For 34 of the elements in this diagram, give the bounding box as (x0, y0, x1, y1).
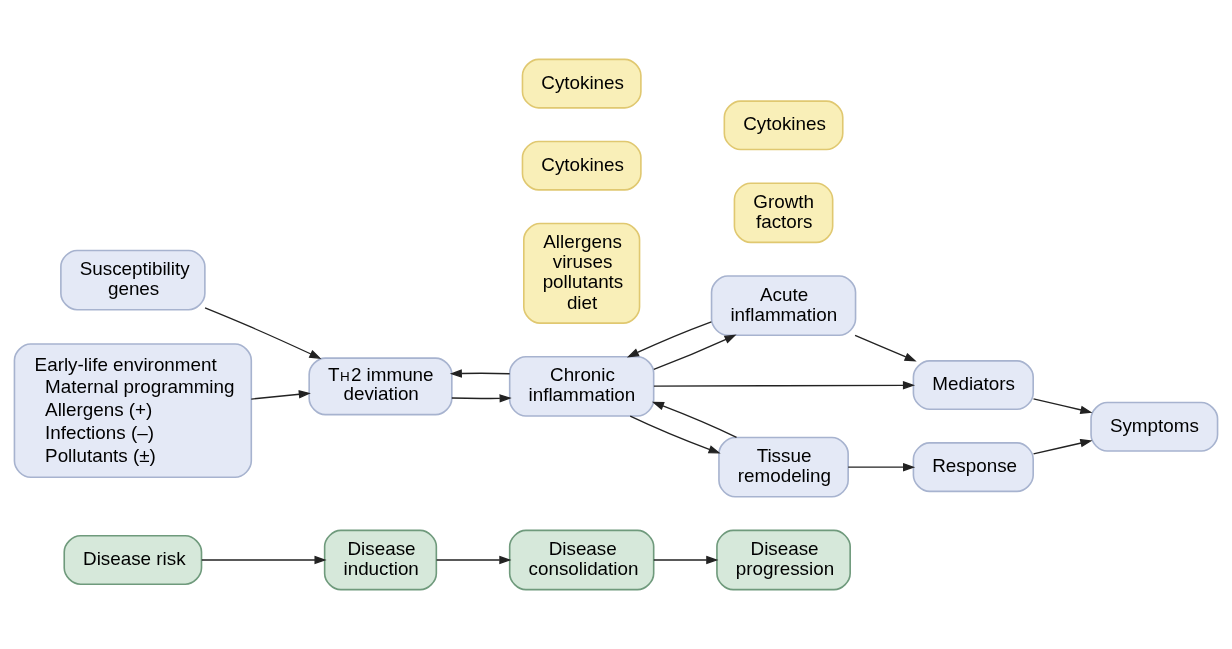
arrow (250, 390, 311, 400)
node-box: Growth factors (733, 182, 834, 244)
arrow (653, 334, 737, 371)
node-box: Acute inflammation (710, 275, 857, 337)
arrow (651, 401, 738, 439)
arrow (449, 369, 511, 378)
node-box: Cytokines (521, 58, 642, 109)
arrow (847, 462, 916, 472)
node-box: Tissue remodeling (718, 436, 849, 498)
arrow (653, 381, 916, 390)
arrow (626, 321, 712, 358)
node-box: Cytokines (521, 140, 642, 191)
arrow (629, 415, 721, 454)
arrow (653, 555, 719, 565)
node-box: Early-life environment Maternal programming Allergens (+) Infections (–) Pollutants (±) (13, 343, 253, 479)
node-box: Susceptibility genes (60, 249, 206, 311)
node-box: Chronic inflammation (508, 356, 655, 417)
arrow (1032, 398, 1093, 414)
arrow (1032, 439, 1093, 455)
node-box: Response (912, 442, 1034, 493)
node-box: Disease consolidation (508, 529, 655, 591)
node-box: Allergens viruses pollutants diet (523, 222, 641, 324)
node-box: TH2 immune deviation (308, 357, 453, 416)
node-box: Cytokines (723, 100, 844, 151)
arrow (201, 555, 327, 565)
node-box: Disease progression (716, 529, 851, 591)
arrow (854, 334, 917, 362)
node-box: Mediators (912, 360, 1034, 411)
node-box: Disease risk (63, 535, 203, 586)
node-box: Disease induction (323, 529, 438, 591)
arrow (435, 555, 512, 565)
arrow (451, 394, 512, 403)
node-box: Symptoms (1090, 401, 1219, 452)
arrow (204, 307, 322, 359)
